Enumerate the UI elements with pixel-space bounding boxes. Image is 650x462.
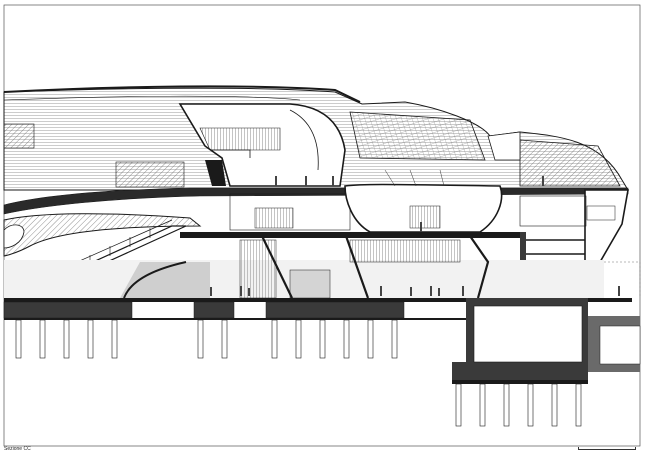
concourse-slab <box>180 232 520 238</box>
piles <box>15 319 582 427</box>
clerestory-block-left <box>3 123 35 149</box>
scale-bar <box>578 447 636 450</box>
grade-line <box>4 318 470 320</box>
mezzanine-slab <box>3 187 629 215</box>
clerestory-block-mid <box>115 161 185 188</box>
people-figures <box>210 176 620 296</box>
canopy-left <box>3 213 202 257</box>
foundations <box>3 301 405 319</box>
upper-galleries <box>229 169 503 233</box>
structural-wedge <box>205 160 226 186</box>
drawing-title: Sezione CC <box>4 446 31 452</box>
upper-pod <box>178 103 346 187</box>
ground-concourse <box>4 235 604 299</box>
basement-vault <box>452 298 641 384</box>
terrain-right <box>604 261 641 298</box>
